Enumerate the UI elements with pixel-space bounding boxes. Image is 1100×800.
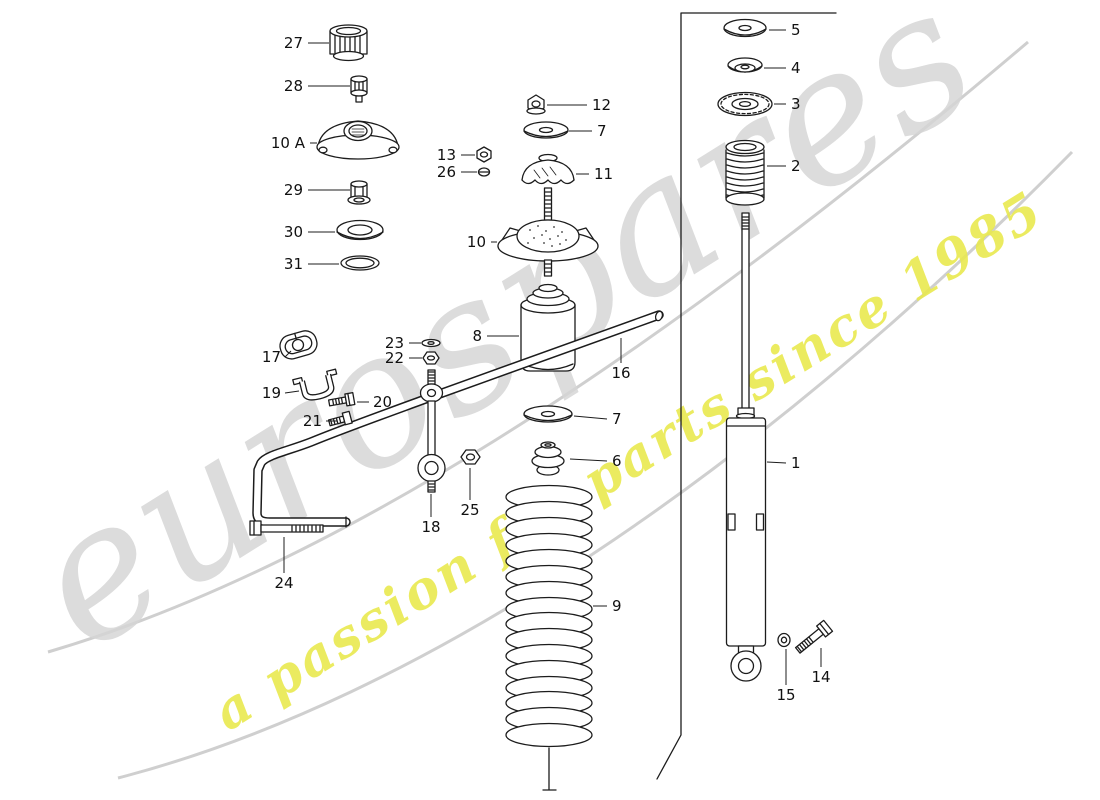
- part-20-bolt: [327, 392, 356, 407]
- callout-23: 23: [385, 334, 404, 352]
- callout-8: 8: [472, 327, 482, 345]
- stipple-texture: [527, 225, 567, 247]
- callout-5: 5: [791, 21, 801, 39]
- part-26-clip: [477, 167, 491, 177]
- part-18-drop-link: [417, 369, 446, 493]
- part-3-spring-seat: [717, 91, 773, 117]
- part-28-adapter: [350, 75, 368, 103]
- callout-12: 12: [592, 96, 611, 114]
- callout-31: 31: [284, 255, 303, 273]
- callout-29: 29: [284, 181, 303, 199]
- swoosh-curve-upper: [47, 40, 1029, 654]
- callout-2: 2: [791, 157, 801, 175]
- callout-1: 1: [791, 454, 801, 472]
- part-4-cup-washer: [727, 57, 763, 73]
- callout-7-upper: 7: [597, 122, 607, 140]
- center-stud-upper: [543, 187, 553, 221]
- part-10a-strut-mount: [316, 120, 400, 160]
- callout-leader-lines: [283, 29, 822, 685]
- callout-10a: 10 A: [271, 134, 306, 152]
- part-31-seal-ring: [340, 255, 380, 271]
- callout-13: 13: [437, 146, 456, 164]
- part-2-bellows: [725, 139, 765, 206]
- callout-28: 28: [284, 77, 303, 95]
- callout-11: 11: [594, 165, 613, 183]
- part-23-washer: [421, 338, 441, 348]
- callout-7-lower: 7: [612, 410, 622, 428]
- callout-6: 6: [612, 452, 622, 470]
- callout-22: 22: [385, 349, 404, 367]
- part-24-bolt: [249, 520, 324, 536]
- callout-16: 16: [611, 364, 630, 382]
- callout-20: 20: [373, 393, 392, 411]
- callout-14: 14: [811, 668, 830, 686]
- part-7-washer-lower: [523, 405, 573, 423]
- part-16-stabilizer-bar: [252, 310, 664, 528]
- part-1-shock-absorber: [725, 212, 767, 682]
- diagram-layer: [249, 12, 837, 791]
- callout-10: 10: [467, 233, 486, 251]
- part-13-nut: [476, 146, 492, 163]
- part-30-bearing: [336, 219, 384, 241]
- swoosh-curve-lower: [117, 150, 1074, 780]
- part-14-bolt: [794, 619, 834, 654]
- callout-30: 30: [284, 223, 303, 241]
- callout-19: 19: [262, 384, 281, 402]
- part-5-washer: [723, 18, 767, 38]
- callout-27: 27: [284, 34, 303, 52]
- callout-4: 4: [791, 59, 801, 77]
- part-17-rubber-bushing: [279, 330, 318, 360]
- part-10-support-mount: [497, 219, 599, 277]
- part-7-washer-upper: [523, 121, 569, 139]
- part-19-clamp-bracket: [292, 368, 338, 401]
- callout-26: 26: [437, 163, 456, 181]
- part-29-bushing: [347, 180, 371, 205]
- callout-layer: 27 28 10 A 29 30 31 12 7 13 26 11 10 8 2…: [262, 21, 831, 704]
- part-12-nut: [526, 94, 546, 115]
- part-11-rubber-mount: [521, 153, 575, 185]
- callout-9: 9: [612, 597, 622, 615]
- callout-18: 18: [421, 518, 440, 536]
- part-9-coil-spring: [505, 484, 593, 748]
- group-bracket-line: [656, 12, 837, 780]
- part-22-nut: [422, 351, 440, 365]
- callout-15: 15: [776, 686, 795, 704]
- callout-24: 24: [274, 574, 293, 592]
- callout-21: 21: [303, 412, 322, 430]
- part-25-nut: [460, 449, 481, 465]
- part-6-rubber-buffer: [531, 441, 565, 476]
- spring-axis-line: [542, 747, 557, 791]
- callout-17: 17: [262, 348, 281, 366]
- callout-25: 25: [460, 501, 479, 519]
- part-27-cap-nut: [329, 24, 368, 62]
- part-15-washer: [777, 632, 791, 648]
- callout-3: 3: [791, 95, 801, 113]
